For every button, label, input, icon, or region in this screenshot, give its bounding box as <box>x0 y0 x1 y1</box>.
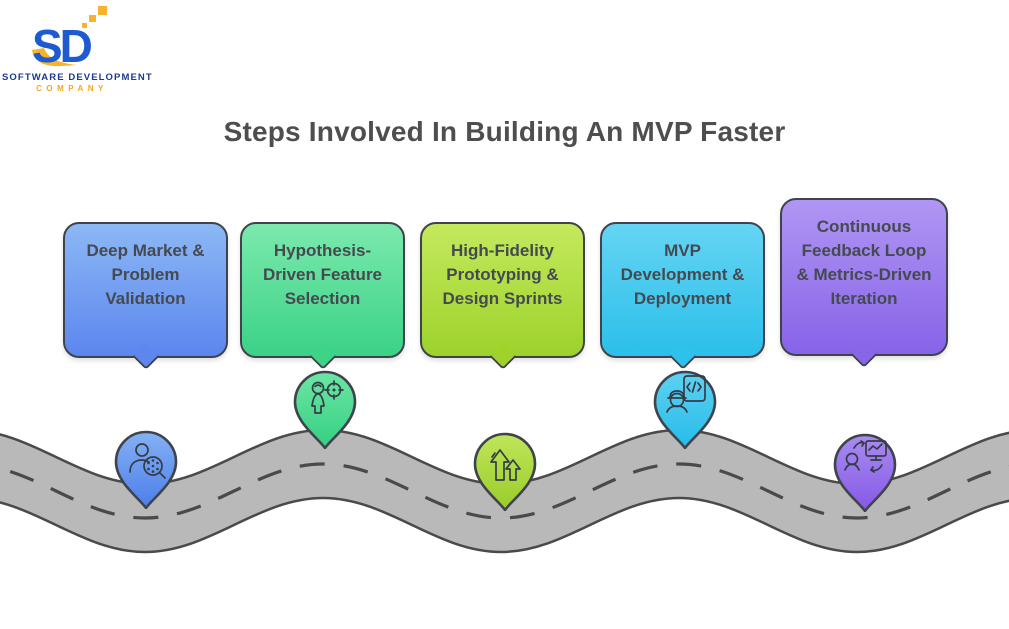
logo-mark: SD <box>32 6 107 70</box>
logo-swoosh-shape <box>32 48 77 67</box>
user-research-icon <box>129 443 166 479</box>
step-label: Deep Market & Problem Validation <box>86 241 205 308</box>
brand-logo: SD SOFTWARE DEVELOPMENT COMPANY <box>2 6 153 93</box>
page-title: Steps Involved In Building An MVP Faster <box>223 116 786 147</box>
pin-shape <box>114 430 178 509</box>
pin-feedback-metrics <box>833 433 897 512</box>
step-bubble-market-validation: Deep Market & Problem Validation <box>63 222 228 358</box>
step-bubble-feedback-loop: Continuous Feedback Loop & Metrics-Drive… <box>780 198 948 356</box>
logo-pixel-square-medium <box>89 15 96 22</box>
pin-user-research <box>114 430 178 509</box>
logo-pixel-square-small <box>82 23 87 28</box>
step-bubble-prototyping: High-Fidelity Prototyping & Design Sprin… <box>420 222 585 358</box>
persona-target-icon <box>311 380 344 414</box>
step-bubble-feature-selection: Hypothesis-Driven Feature Selection <box>240 222 405 358</box>
road-centerline <box>0 462 1009 520</box>
pin-shape <box>473 432 537 511</box>
logo-company-name: SOFTWARE DEVELOPMENT <box>2 72 153 83</box>
step-label: High-Fidelity Prototyping & Design Sprin… <box>442 241 563 308</box>
growth-arrows-icon <box>490 449 521 481</box>
step-label: MVP Development & Deployment <box>620 241 745 308</box>
logo-company-word: COMPANY <box>36 84 108 93</box>
pin-developer-code <box>653 370 717 449</box>
pin-shape <box>293 370 357 449</box>
logo-sd-text: SD <box>32 20 92 70</box>
pin-persona-target <box>293 370 357 449</box>
developer-code-icon <box>666 375 706 413</box>
feedback-metrics-icon <box>844 440 887 473</box>
step-label: Hypothesis-Driven Feature Selection <box>262 241 383 308</box>
step-label: Continuous Feedback Loop & Metrics-Drive… <box>796 217 932 308</box>
step-bubble-development: MVP Development & Deployment <box>600 222 765 358</box>
logo-pixel-square-large <box>98 6 107 15</box>
pin-growth-arrows <box>473 432 537 511</box>
